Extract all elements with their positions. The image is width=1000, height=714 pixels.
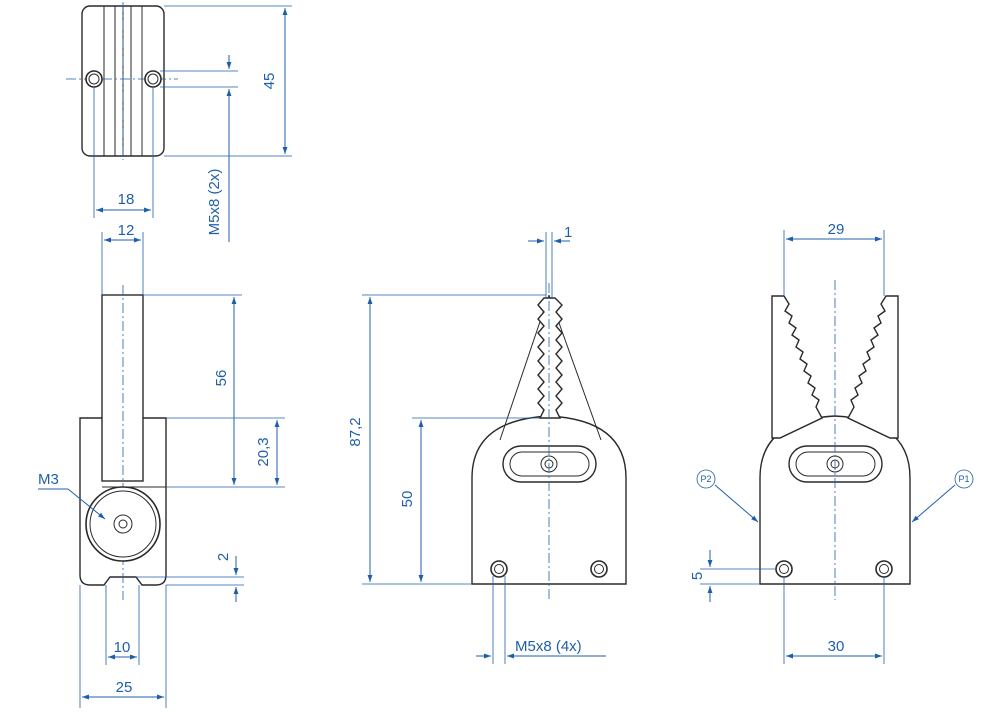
- mount-hole-right: [144, 70, 162, 88]
- hole-offset-dim-5: 5: [689, 572, 706, 580]
- slot-depth-dim-2: 2: [215, 553, 232, 561]
- overall-width-dim-25: 25: [116, 679, 133, 696]
- screw-label-m3: M3: [38, 471, 59, 488]
- open-mount-hole-right: [875, 560, 893, 578]
- hole-spacing-dim-18: 18: [118, 191, 135, 208]
- port-p2-marker: P2: [696, 469, 759, 523]
- mount-hole-left: [85, 70, 103, 88]
- overall-height-dim-87-2: 87,2: [347, 417, 364, 446]
- m3-screw: [85, 486, 161, 562]
- mount-height-dim-50: 50: [399, 491, 416, 508]
- slot-width-dim-10: 10: [114, 639, 131, 656]
- side-view: 12 56 20,3 M3 2 10 25: [38, 222, 285, 708]
- tip-gap-dim-1: 1: [564, 224, 572, 241]
- port-p1-label: P1: [958, 474, 969, 484]
- thread-note-4x: M5x8 (4x): [515, 638, 582, 655]
- port-p1-marker: P1: [911, 469, 974, 523]
- front-view-closed: 1 87,2 50 M5x8 (4x): [347, 224, 627, 664]
- closed-mount-hole-right: [590, 560, 608, 578]
- jaw-height-dim-56: 56: [213, 370, 230, 387]
- jaw-width-dim-12: 12: [118, 222, 135, 239]
- thread-note-2x: M5x8 (2x): [206, 169, 223, 236]
- closed-jaw-teeth: [537, 297, 563, 419]
- side-view-jaw: [101, 294, 144, 482]
- body-height-dim-20-3: 20,3: [255, 437, 272, 466]
- height-dim-45: 45: [261, 73, 278, 90]
- top-view: 45 18 M5x8 (2x): [66, 2, 292, 242]
- open-mount-hole-left: [775, 560, 793, 578]
- jaw-opening-dim-29: 29: [828, 221, 845, 238]
- port-p2-label: P2: [700, 474, 711, 484]
- hole-spacing-dim-30: 30: [828, 638, 845, 655]
- front-view-open: 29 5 30 P2 P1: [689, 221, 974, 664]
- open-jaw-right: [847, 295, 899, 439]
- closed-mount-hole-left: [490, 560, 508, 578]
- open-jaw-left: [771, 295, 823, 439]
